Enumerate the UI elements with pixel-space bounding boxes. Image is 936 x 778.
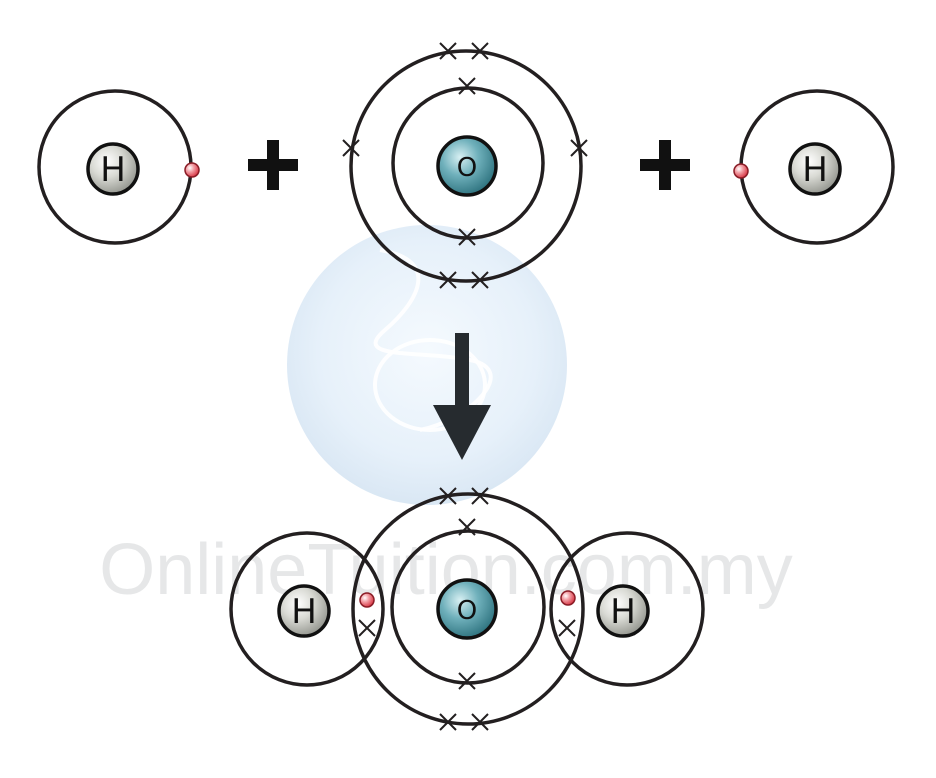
hydrogen-nucleus-left — [277, 584, 331, 638]
product-electron-crosses — [358, 487, 576, 731]
hydrogen-symbol-right: H — [610, 592, 636, 632]
plus-sign-right — [640, 140, 690, 190]
globe-watermark-icon — [287, 225, 567, 505]
hydrogen-atom-left: H — [37, 89, 200, 245]
hydrogen-atom-right: H — [733, 89, 895, 245]
oxygen-nucleus — [436, 578, 498, 640]
oxygen-outer-shell — [349, 49, 583, 283]
hydrogen-symbol: H — [100, 150, 126, 190]
water-molecule: H O H — [229, 487, 705, 731]
hydrogen-electron-dot — [184, 162, 200, 178]
hydrogen-nucleus-right — [596, 584, 650, 638]
hydrogen-nucleus — [86, 142, 140, 196]
oxygen-symbol: O — [457, 153, 477, 183]
hydrogen-shell-left — [229, 531, 385, 687]
hydrogen-electron-dot — [733, 163, 749, 179]
shared-electron-dot-left — [359, 592, 375, 608]
plus-sign-left — [248, 140, 298, 190]
oxygen-atom: O — [342, 42, 588, 289]
oxygen-outer-shell — [351, 492, 585, 726]
oxygen-nucleus — [436, 135, 498, 197]
oxygen-electron-crosses — [342, 42, 588, 289]
oxygen-symbol: O — [457, 596, 477, 626]
shared-electron-dot-right — [560, 590, 576, 606]
hydrogen-symbol-left: H — [291, 592, 317, 632]
hydrogen-symbol: H — [802, 150, 828, 190]
arrow-down-icon — [433, 333, 491, 460]
hydrogen-nucleus — [788, 142, 842, 196]
hydrogen-shell-right — [549, 531, 705, 687]
